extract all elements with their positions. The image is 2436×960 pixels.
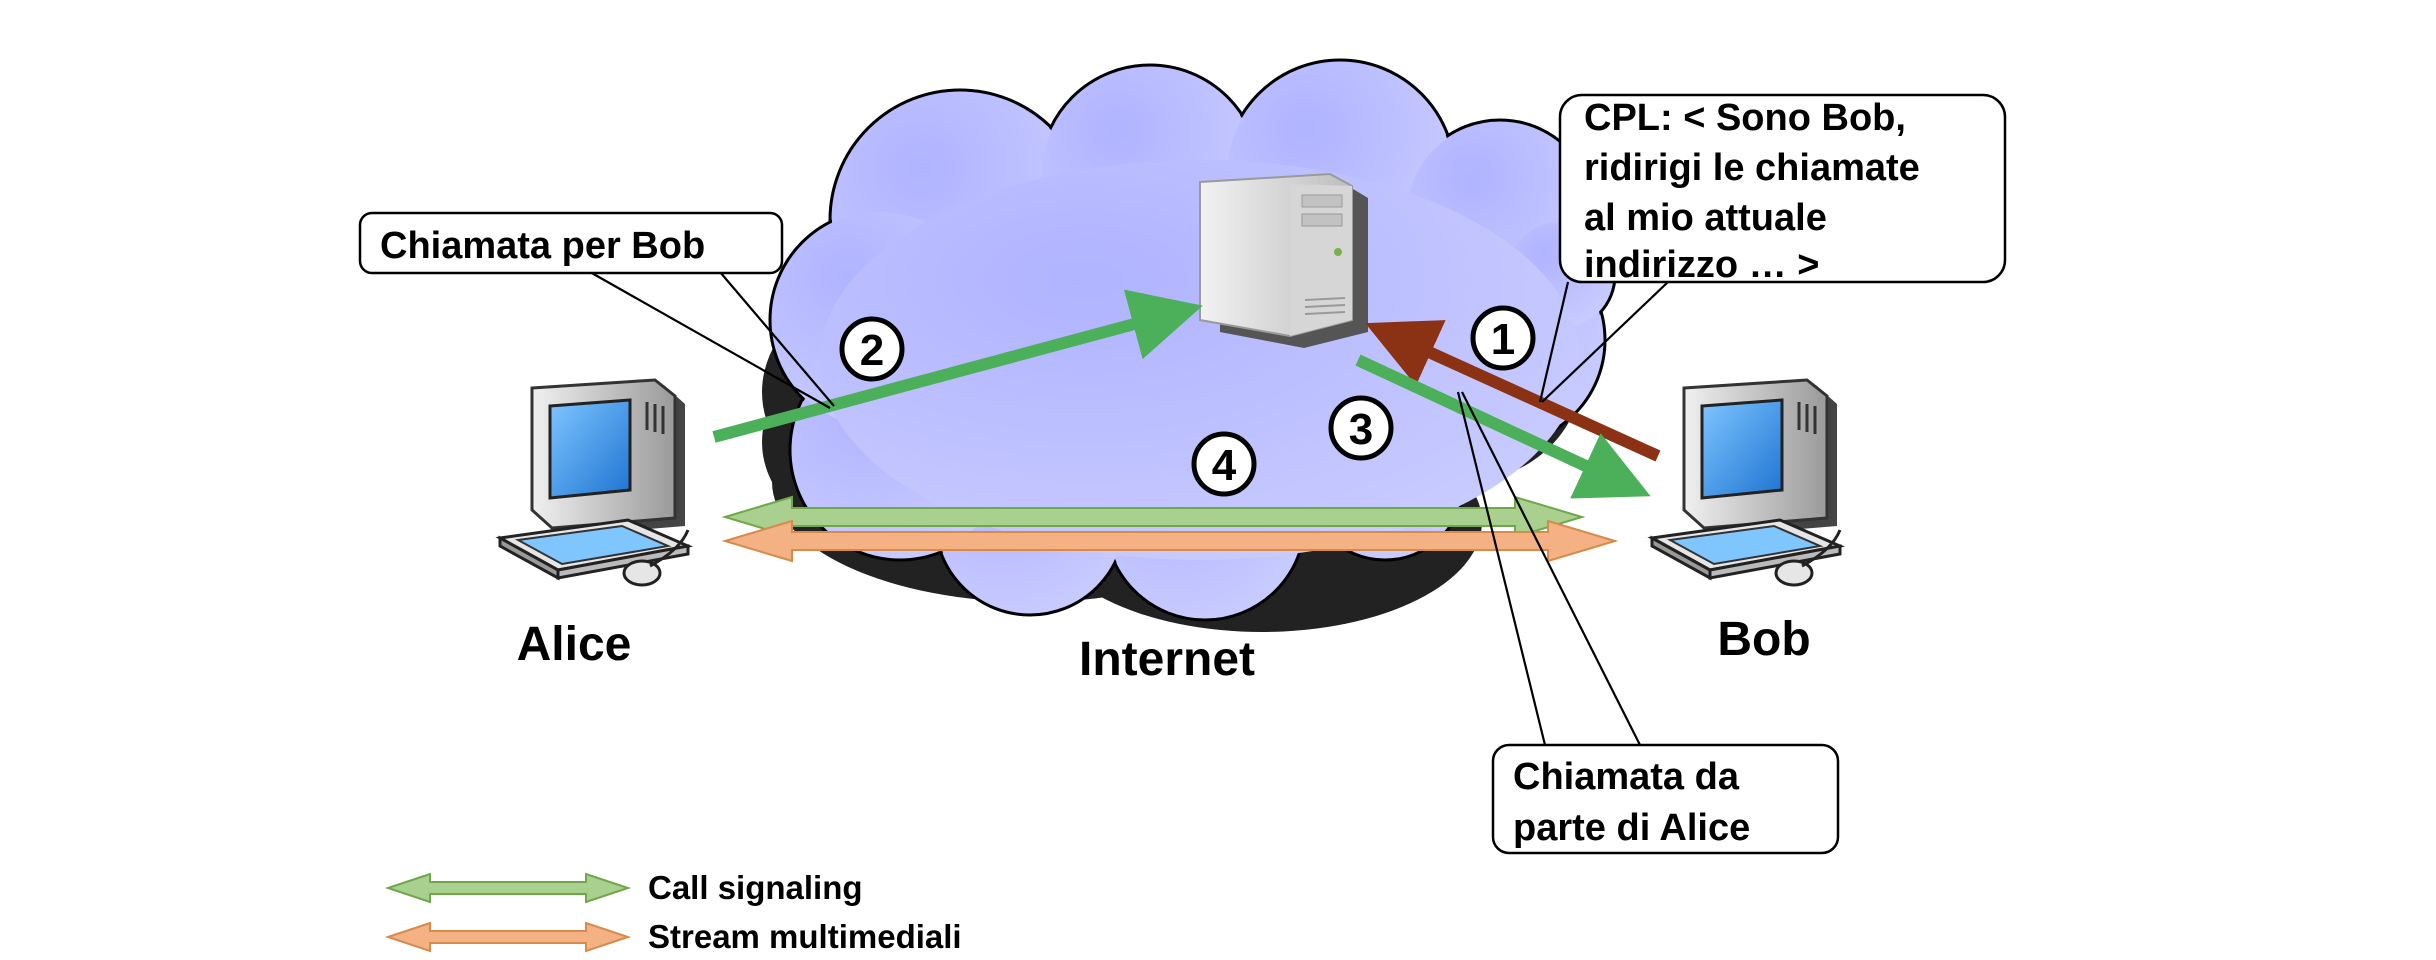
svg-text:CPL: < Sono Bob,: CPL: < Sono Bob, [1584, 97, 1906, 139]
svg-text:parte di Alice: parte di Alice [1513, 807, 1750, 849]
server-to-bob-arrow [1355, 354, 1651, 499]
callout-alice-call: Chiamata per Bob [358, 211, 835, 409]
step-4: 4 [1191, 431, 1257, 497]
media-band [721, 519, 1619, 563]
step-2: 2 [839, 316, 905, 382]
step-3: 3 [1328, 395, 1394, 461]
svg-text:1: 1 [1491, 315, 1515, 364]
server-icon [1199, 172, 1368, 348]
legend-media-swatch [384, 921, 632, 953]
callout-bob-incoming: Chiamata da parte di Alice [1456, 391, 1840, 855]
legend-signaling-label: Call signaling [648, 869, 863, 906]
svg-text:al mio attuale: al mio attuale [1584, 197, 1827, 239]
svg-text:Chiamata per Bob: Chiamata per Bob [380, 225, 705, 267]
svg-text:3: 3 [1349, 405, 1373, 454]
legend-media-label: Stream multimediali [648, 918, 962, 955]
alice-computer-icon [495, 378, 694, 587]
legend: Call signaling Stream multimediali [384, 869, 962, 955]
bob-computer-icon [1647, 378, 1846, 587]
bob-label: Bob [1717, 613, 1810, 666]
internet-label: Internet [1079, 633, 1255, 686]
alice-to-server-arrow [712, 289, 1203, 443]
svg-text:ridirigi le chiamate: ridirigi le chiamate [1584, 147, 1920, 189]
svg-text:indirizzo … >: indirizzo … > [1584, 244, 1819, 286]
svg-text:Chiamata da: Chiamata da [1513, 756, 1740, 798]
legend-signaling-swatch [384, 872, 632, 904]
svg-text:4: 4 [1212, 441, 1237, 490]
svg-text:2: 2 [860, 326, 884, 375]
callout-cpl: CPL: < Sono Bob, ridirigi le chiamate al… [1538, 93, 2007, 403]
alice-label: Alice [517, 618, 632, 671]
step-1: 1 [1470, 305, 1536, 371]
